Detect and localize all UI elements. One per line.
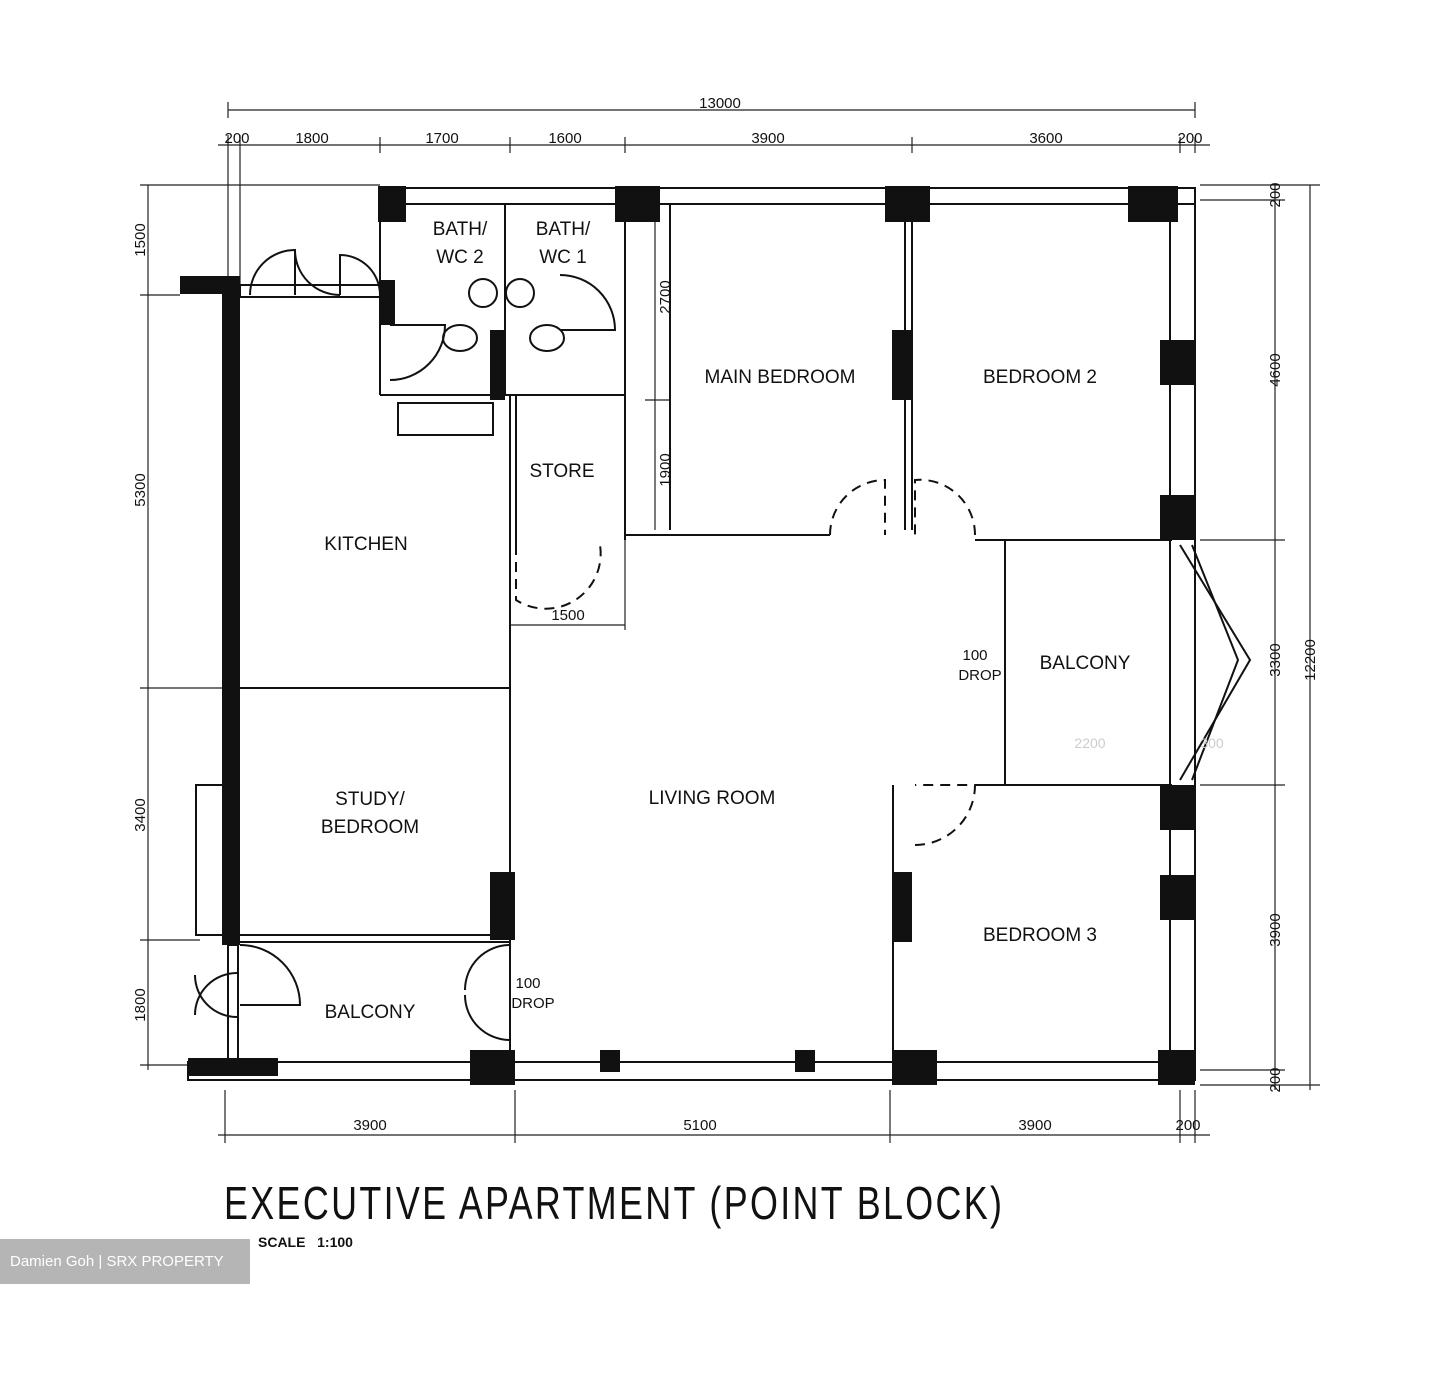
dim-bottom: 200 <box>1175 1117 1200 1134</box>
room-bedroom-2: BEDROOM 2 <box>983 367 1097 388</box>
room-labels: BATH/ WC 2 BATH/ WC 1 MAIN BEDROOM BEDRO… <box>321 219 1131 1023</box>
dim-left: 1800 <box>132 988 149 1021</box>
drop-note: DROP <box>958 667 1001 684</box>
plan-title: EXECUTIVE APARTMENT (POINT BLOCK) <box>224 1177 1005 1229</box>
room-bath2: BATH/ <box>433 219 488 240</box>
room-study: STUDY/ <box>335 789 405 810</box>
dim-bottom: 5100 <box>683 1117 716 1134</box>
room-bedroom-3: BEDROOM 3 <box>983 925 1097 946</box>
dim-top: 1700 <box>425 130 458 147</box>
watermark: Damien Goh | SRX PROPERTY <box>0 1239 250 1284</box>
dim-top: 200 <box>1177 130 1202 147</box>
dim-right-total: 12200 <box>1302 639 1319 681</box>
dim-bottom: 3900 <box>1018 1117 1051 1134</box>
room-kitchen: KITCHEN <box>324 534 407 555</box>
room-living: LIVING ROOM <box>649 788 776 809</box>
dim-left: 5300 <box>132 473 149 506</box>
faint-dim: 2200 <box>1074 735 1105 751</box>
dim-top: 1800 <box>295 130 328 147</box>
dim-2700: 2700 <box>657 280 674 313</box>
room-bath1: BATH/ <box>536 219 591 240</box>
dim-right: 4600 <box>1267 353 1284 386</box>
dim-left: 3400 <box>132 798 149 831</box>
drop-note: 100 <box>962 647 987 664</box>
walls <box>180 186 1252 1085</box>
drop-note: 100 <box>515 975 540 992</box>
dim-bottom: 3900 <box>353 1117 386 1134</box>
dim-right: 200 <box>1267 1067 1284 1092</box>
dim-top-total: 13000 <box>699 95 741 112</box>
dim-right: 3300 <box>1267 643 1284 676</box>
room-bath2: WC 2 <box>436 247 484 268</box>
room-balcony-right: BALCONY <box>1040 653 1131 674</box>
drop-note: DROP <box>511 995 554 1012</box>
room-main-bedroom: MAIN BEDROOM <box>705 367 856 388</box>
dim-top: 200 <box>224 130 249 147</box>
dimension-lines <box>140 102 1320 1143</box>
dim-left: 1500 <box>132 223 149 256</box>
dimension-labels: 13000 200 1800 1700 1600 3900 3600 200 1… <box>132 95 1319 1134</box>
plan-scale: SCALE 1:100 <box>258 1234 353 1250</box>
doors <box>194 248 977 1041</box>
dim-top: 3900 <box>751 130 784 147</box>
dim-top: 3600 <box>1029 130 1062 147</box>
room-store: STORE <box>529 461 594 482</box>
dim-1900: 1900 <box>657 453 674 486</box>
dim-top: 1600 <box>548 130 581 147</box>
dim-right: 3900 <box>1267 913 1284 946</box>
room-balcony-left: BALCONY <box>325 1002 416 1023</box>
room-study: BEDROOM <box>321 817 419 838</box>
room-bath1: WC 1 <box>539 247 587 268</box>
store-width-label: 1500 <box>551 607 584 624</box>
faint-dim: 300 <box>1200 735 1224 751</box>
dim-right: 200 <box>1267 182 1284 207</box>
